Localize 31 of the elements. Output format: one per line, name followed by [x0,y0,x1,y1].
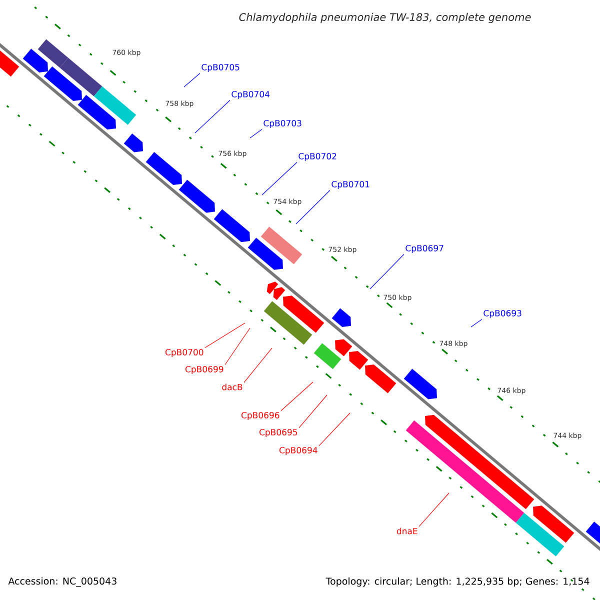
leader-line [280,382,314,412]
gene-label: CpB0703 [264,120,302,128]
gene-label: CpB0693 [484,310,522,318]
gene-label: dacB [222,384,242,390]
gene-label: dnaE [396,528,418,534]
leader-line [184,72,200,88]
gene-label: CpB0695 [259,428,298,438]
leader-line [262,162,298,196]
leader-line [224,328,250,366]
leader-line [194,100,230,134]
gene-label: CpB0696 [241,412,280,420]
gene-label: CpB0702 [298,152,336,162]
leader-line [250,128,262,138]
leader-line [296,190,330,224]
gene-label: CpB0705 [202,64,240,72]
footer-text: Topology: circular; Length: 1,225,935 bp; Genes: 1,154 [326,577,590,587]
gene-label: CpB0701 [332,180,370,190]
gene-label: CpB0704 [232,90,270,100]
gene-label: CpB0697 [406,244,444,254]
leader-line [298,394,328,428]
footer-text: Accession: NC_005043 [8,577,116,587]
leader-line [244,348,272,383]
leader-line [318,412,350,446]
leader-line [418,492,450,527]
title: Chlamydophila pneumoniae TW-183, complete genome [239,12,531,24]
gene-label: CpB0700 [165,348,204,358]
leader-line [204,322,246,348]
gene-label: CpB0694 [279,446,318,456]
leader-line [470,318,482,328]
leader-line [370,254,404,290]
gene-label: CpB0699 [185,366,224,374]
